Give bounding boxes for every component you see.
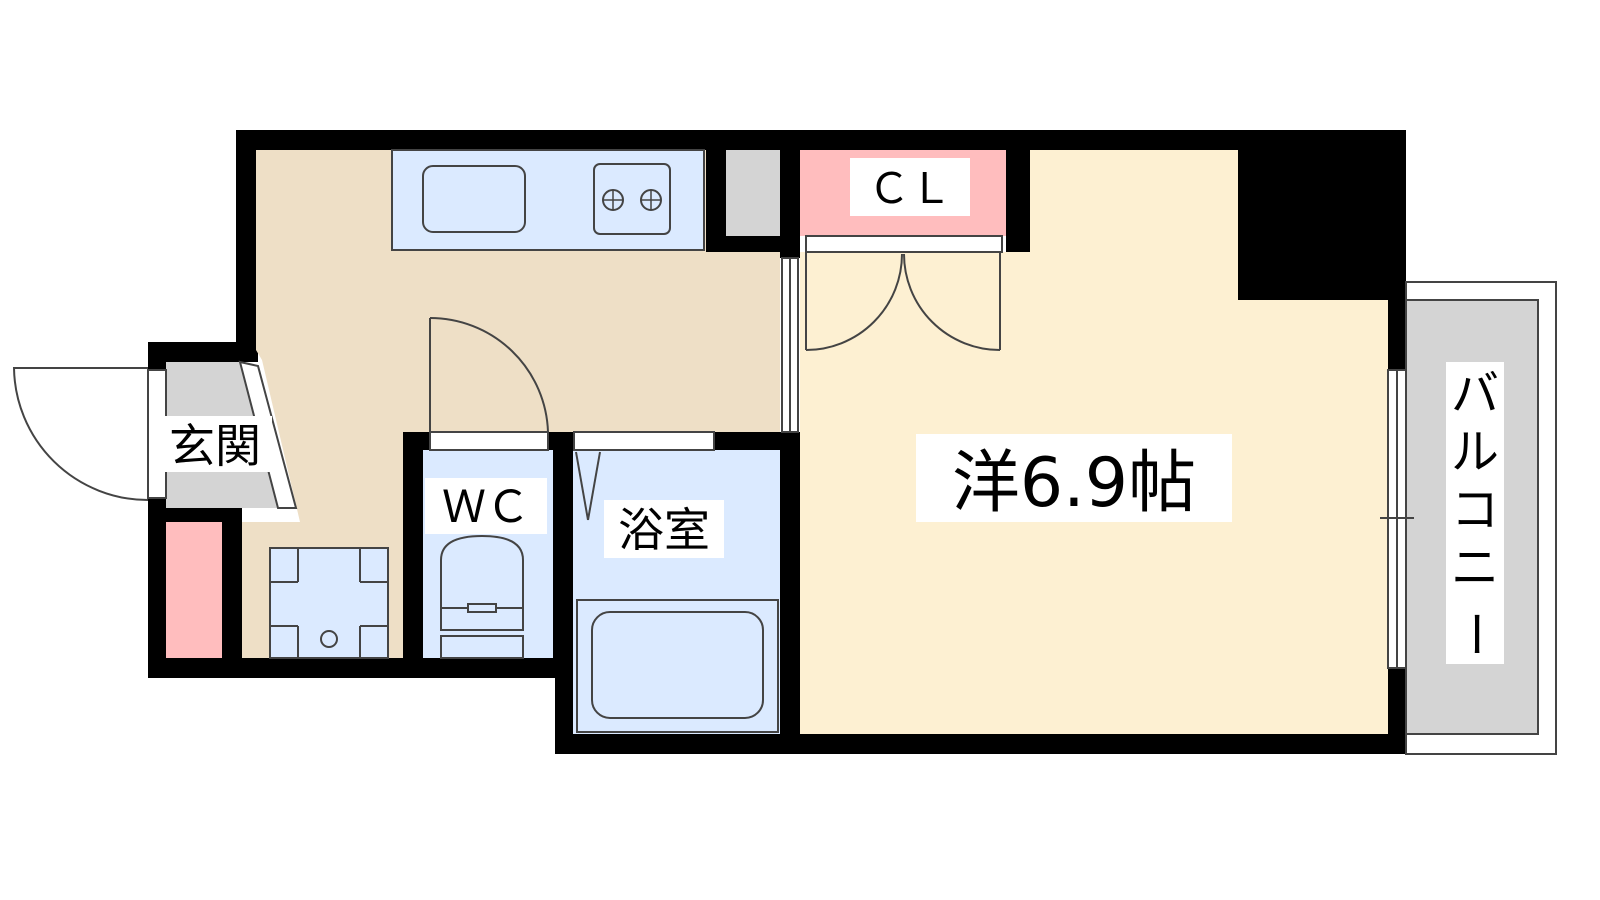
entrance-label: 玄関 <box>158 416 272 473</box>
western-room-label: 洋6.9帖 <box>916 434 1232 523</box>
svg-text:浴室: 浴室 <box>618 503 710 557</box>
stove-icon <box>593 163 671 235</box>
svg-text:コ: コ <box>1451 482 1499 538</box>
svg-text:バ: バ <box>1451 366 1499 422</box>
toilet-icon <box>440 534 524 659</box>
svg-text:ＣＬ: ＣＬ <box>868 164 952 213</box>
kitchen-counter <box>391 149 705 251</box>
toilet-label: ＷＣ <box>425 478 547 534</box>
labels: ＣＬ 洋6.9帖 ＷＣ 浴室 玄関 バ ル コ ニ ー <box>158 158 1504 664</box>
toilet-door <box>429 317 549 451</box>
balcony <box>1380 281 1557 755</box>
walls <box>148 130 1406 754</box>
shoe-cabinet <box>166 522 222 658</box>
entrance-door <box>12 367 167 501</box>
svg-text:ー: ー <box>1447 610 1503 658</box>
bathtub-icon <box>576 599 779 733</box>
balcony-label: バ ル コ ニ ー <box>1446 362 1504 664</box>
washing-machine-icon <box>269 547 389 659</box>
svg-text:ＷＣ: ＷＣ <box>442 482 530 533</box>
kitchen-floor <box>242 150 780 658</box>
svg-text:玄関: 玄関 <box>169 419 261 473</box>
storage-floor <box>726 150 780 236</box>
bathroom-label: 浴室 <box>604 500 724 558</box>
svg-text:ニ: ニ <box>1451 540 1499 596</box>
svg-text:洋6.9帖: 洋6.9帖 <box>952 444 1196 523</box>
room-partition <box>781 257 799 433</box>
closet-label: ＣＬ <box>850 158 970 216</box>
closet-door <box>805 235 1003 351</box>
svg-text:ル: ル <box>1451 424 1499 480</box>
bathroom-door <box>573 431 715 521</box>
sink-icon <box>422 165 526 233</box>
